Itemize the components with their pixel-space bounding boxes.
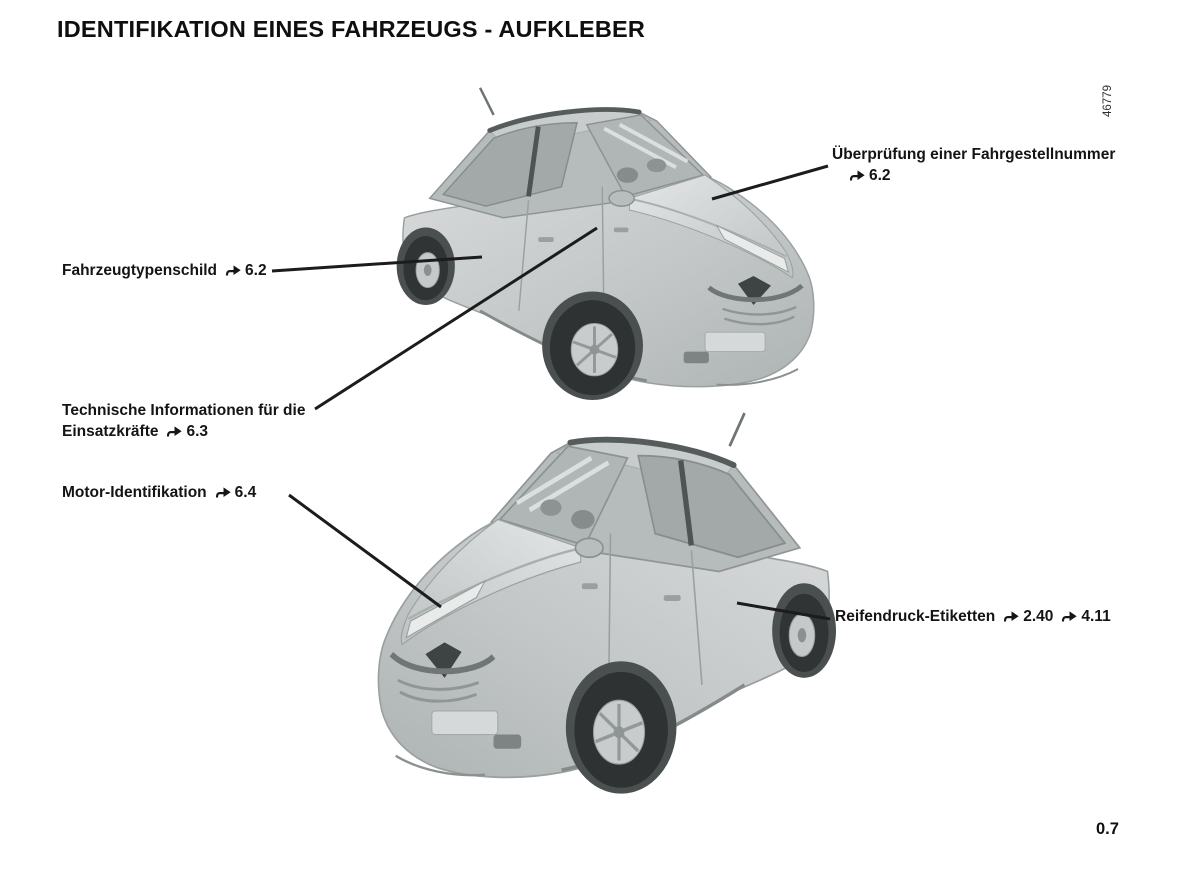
callout-text: Motor-Identifikation: [62, 484, 207, 501]
callout-text: Einsatzkräfte: [62, 423, 159, 440]
cross-reference-arrow-icon: [224, 264, 241, 276]
page-number: 0.7: [1096, 820, 1119, 838]
callout-text: Reifendruck-Etiketten: [835, 608, 996, 625]
callout-line-text: Technische Informationen für die: [62, 400, 305, 421]
section-reference: 4.11: [1081, 608, 1111, 625]
page-title: IDENTIFIKATION EINES FAHRZEUGS - AUFKLEB…: [57, 16, 646, 42]
section-reference: 6.2: [869, 167, 891, 184]
car-illustration-bottom: [368, 406, 836, 796]
callout-line-text: Einsatzkräfte 6.3: [62, 421, 305, 442]
cross-reference-arrow-icon: [165, 425, 183, 437]
cross-reference-arrow-icon: [848, 169, 865, 181]
callout-fahrzeugtypenschild: Fahrzeugtypenschild 6.2: [62, 260, 267, 281]
section-reference: 6.3: [186, 423, 209, 440]
callout-text: Fahrzeugtypenschild: [62, 262, 218, 279]
callout-reifendruck-etiketten: Reifendruck-Etiketten 2.40 4.11: [835, 606, 1111, 627]
callout-motor-identifikation: Motor-Identifikation 6.4: [62, 482, 256, 503]
callout-text: Technische Informationen für die: [62, 402, 306, 419]
callout-line-text: Überprüfung einer Fahrgestellnummer: [832, 144, 1115, 165]
car-illustration-top: [393, 82, 827, 402]
callout-line-text: Reifendruck-Etiketten 2.40 4.11: [835, 606, 1111, 627]
cross-reference-arrow-icon: [1002, 610, 1019, 622]
callout-line-text: 6.2: [832, 165, 1115, 186]
figure-number: 46779: [1102, 85, 1114, 117]
callout-text: Überprüfung einer Fahrgestellnummer: [832, 146, 1116, 163]
section-reference: 6.2: [245, 262, 267, 279]
section-reference: 6.4: [234, 484, 257, 501]
callout-fahrgestellnummer-check: Überprüfung einer Fahrgestellnummer 6.2: [832, 144, 1115, 186]
cross-reference-arrow-icon: [214, 486, 231, 498]
section-reference: 2.40: [1023, 608, 1054, 625]
cross-reference-arrow-icon: [1060, 610, 1078, 622]
callout-line-text: Fahrzeugtypenschild 6.2: [62, 260, 267, 281]
callout-line-text: Motor-Identifikation 6.4: [62, 482, 256, 503]
